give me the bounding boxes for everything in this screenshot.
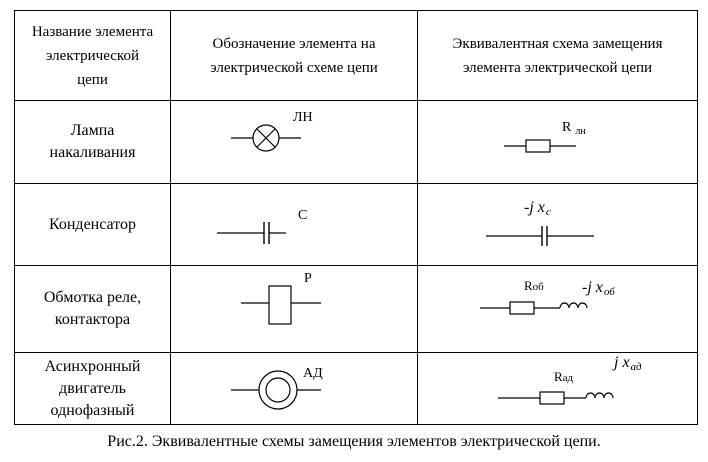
symbol-label: АД [303,366,323,381]
equivalent-circuit-cell: -j xc [417,183,698,266]
svg-text:-j xc: -j xc [524,199,551,218]
motor-symbol-icon: АД [231,366,323,410]
svg-text:-j xоб: -j xоб [582,279,615,298]
element-name: Конденсатор [14,183,171,266]
equiv-x-subscript: об [604,286,615,298]
element-symbol-cell: Р [170,265,418,353]
element-name: Обмотка реле, контактора [14,265,171,353]
element-name: Асинхронный двигатель однофазный [14,352,171,425]
table-row: Обмотка реле, контактора Р Rоб -j xоб [14,265,698,353]
equiv-label: -j x [524,199,545,216]
resistor-inductor-icon: Rоб -j xоб [480,278,615,315]
svg-text:j xад: j xад [612,354,642,373]
equiv-subscript: c [546,206,551,218]
table-row: Конденсатор С -j xc [14,183,698,266]
equiv-r-label: R [524,278,533,293]
equiv-subscript: лн [575,126,586,137]
svg-text:Rоб: Rоб [524,278,544,293]
elements-table: Название элемента электрической цепи Обо… [14,10,698,425]
equiv-r-subscript: ад [563,372,574,384]
symbol-label: С [298,208,307,223]
header-element-symbol: Обозначение элемента на электрической сх… [170,10,418,101]
svg-text:Rад: Rад [554,369,574,384]
element-symbol-cell: ЛН [170,100,418,184]
capacitor-symbol-icon: С [217,208,307,244]
equiv-x-label: j x [612,354,630,371]
equivalent-circuit-cell: Rоб -j xоб [417,265,698,353]
equiv-r-label: R [554,369,563,384]
header-equivalent-circuit: Эквивалентная схема замещения элемента э… [417,10,698,101]
equiv-r-subscript: об [533,281,545,293]
equiv-x-subscript: ад [631,361,643,373]
equiv-x-label: -j x [582,279,603,296]
lamp-symbol-icon: ЛН [231,110,313,152]
table-row: Асинхронный двигатель однофазный АД Rад … [14,352,698,425]
header-element-name: Название элемента электрической цепи [14,10,171,101]
symbol-label: Р [304,271,312,286]
equivalent-circuit-cell: Rад j xад [417,352,698,425]
element-symbol-cell: С [170,183,418,266]
resistor-inductor-icon: Rад j xад [498,354,642,405]
capacitor-icon: -j xc [486,199,594,246]
equiv-label: R [562,120,572,135]
element-name: Лампа накаливания [14,100,171,184]
symbol-label: ЛН [293,110,313,125]
svg-text:Rлн: Rлн [562,120,586,137]
header-row: Название элемента электрической цепи Обо… [14,10,698,101]
element-symbol-cell: АД [170,352,418,425]
figure-caption: Рис.2. Эквивалентные схемы замещения эле… [107,433,601,450]
relay-coil-symbol-icon: Р [241,271,321,325]
